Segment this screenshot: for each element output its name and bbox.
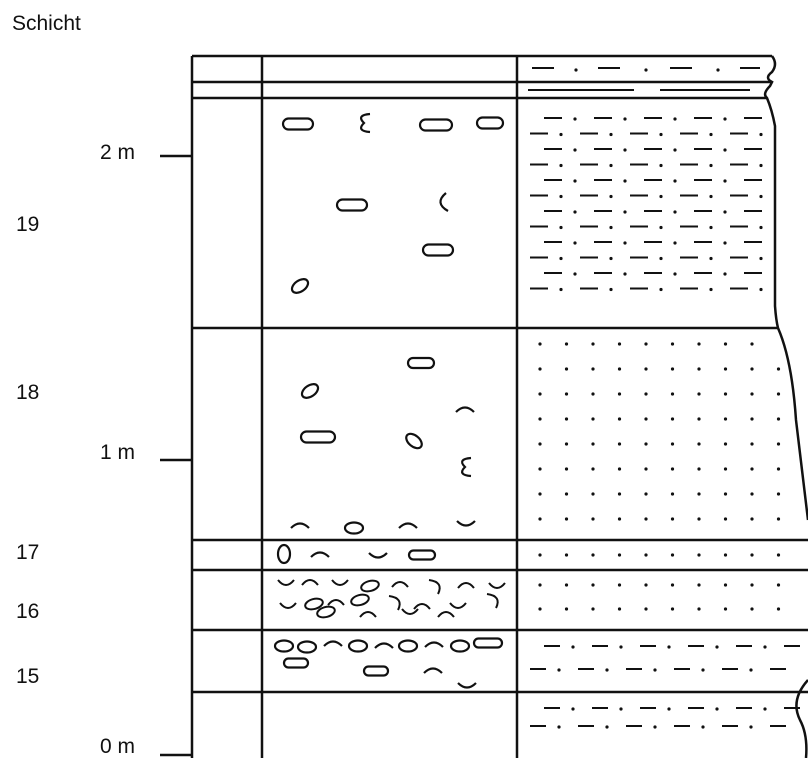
- bivalve-valve-symbol: [455, 406, 475, 413]
- ovoid-clast-symbol: [300, 383, 320, 399]
- ovoid-clast-symbol: [276, 543, 292, 565]
- column-header-schicht: Schicht: [12, 12, 81, 35]
- shell-hash-symbol: [388, 595, 401, 611]
- scale-label-0m: 0 m: [100, 735, 136, 758]
- bivalve-valve-symbol: [456, 520, 476, 527]
- lithology-bed-17: [538, 553, 781, 557]
- elongate-clast-symbol: [362, 665, 390, 677]
- shell-hash-symbol: [301, 579, 319, 586]
- shell-hash-symbol: [350, 593, 370, 607]
- bivalve-valve-symbol: [290, 522, 310, 529]
- elongate-clast-symbol: [407, 549, 437, 561]
- lithology-bed-18: [538, 342, 781, 521]
- bivalve-valve-symbol: [323, 640, 343, 647]
- scale-label-2m: 2 m: [100, 141, 136, 164]
- lithology-bed-16: [538, 583, 781, 611]
- shell-hash-symbol: [331, 579, 349, 586]
- bed-label-15: 15: [16, 665, 40, 688]
- shell-hash-symbol: [304, 597, 324, 611]
- elongate-clast-symbol: [472, 637, 504, 649]
- bivalve-valve-symbol: [368, 552, 388, 559]
- elongate-clast-symbol: [335, 198, 369, 212]
- scale-label-1m: 1 m: [100, 441, 136, 464]
- ovoid-clast-symbol: [296, 640, 318, 654]
- bivalve-valve-symbol: [439, 192, 449, 212]
- shell-hash-symbol: [428, 579, 441, 595]
- column-frame: [160, 54, 808, 758]
- ovoid-clast-symbol: [449, 639, 471, 653]
- ovoid-clast-symbol: [343, 521, 365, 535]
- cap-bed-pattern: [528, 67, 760, 91]
- shell-hash-symbol: [486, 593, 499, 609]
- ovoid-clast-symbol: [273, 639, 295, 653]
- shell-hash-symbol: [360, 579, 380, 593]
- bed-label-19: 19: [16, 213, 40, 236]
- shell-hash-symbol: [413, 603, 431, 610]
- ovoid-clast-symbol: [290, 278, 310, 294]
- shell-hash-symbol: [277, 579, 295, 586]
- shell-hash-symbol: [488, 582, 506, 589]
- elongate-clast-symbol: [418, 118, 454, 132]
- shell-hash-symbol: [391, 581, 409, 588]
- shell-hash-symbol: [316, 605, 336, 619]
- bivalve-valve-symbol: [374, 642, 394, 649]
- shell-hash-symbol: [279, 602, 297, 609]
- lithology-bed-15: [530, 645, 800, 672]
- elongate-clast-symbol: [475, 116, 505, 130]
- shell-hash-symbol: [401, 608, 419, 615]
- elongate-clast-symbol: [406, 356, 436, 370]
- bivalve-valve-symbol: [398, 522, 418, 529]
- ovoid-clast-symbol: [347, 639, 369, 653]
- ovoid-clast-symbol: [405, 432, 423, 450]
- shell-hash-symbol: [437, 611, 455, 618]
- shell-hash-symbol: [457, 582, 475, 589]
- lithology-basal-unit: [530, 707, 800, 729]
- ovoid-clast-symbol: [397, 639, 419, 653]
- shell-hash-symbol: [449, 602, 467, 609]
- shell-hash-symbol: [359, 611, 377, 618]
- worm-trace-symbol: [360, 112, 371, 134]
- lithology-pattern: [528, 67, 800, 729]
- elongate-clast-symbol: [282, 657, 310, 669]
- bed-label-17: 17: [16, 541, 40, 564]
- bivalve-valve-symbol: [424, 641, 444, 648]
- shell-hash-symbol: [327, 599, 345, 606]
- bed-label-18: 18: [16, 381, 40, 404]
- worm-trace-symbol: [461, 456, 472, 478]
- elongate-clast-symbol: [281, 117, 315, 131]
- elongate-clast-symbol: [421, 243, 455, 257]
- lithology-bed-19: [530, 117, 763, 292]
- elongate-clast-symbol: [299, 430, 337, 444]
- bivalve-valve-symbol: [310, 551, 330, 558]
- bed-label-16: 16: [16, 600, 40, 623]
- fossil-symbols: [273, 112, 506, 689]
- bivalve-valve-symbol: [457, 682, 477, 689]
- bivalve-valve-symbol: [423, 667, 443, 674]
